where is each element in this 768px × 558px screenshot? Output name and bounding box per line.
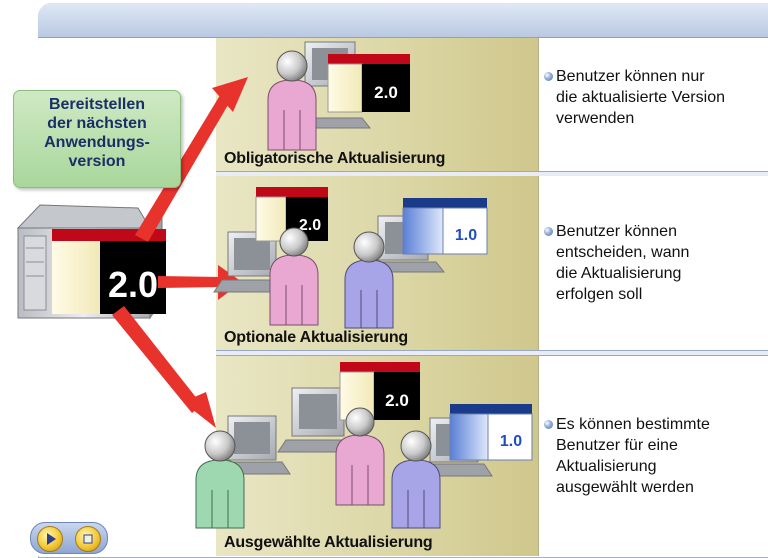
title-bar bbox=[38, 3, 768, 38]
version-text: 2.0 bbox=[385, 391, 409, 410]
deploy-note: Bereitstellen der nächsten Anwendungs- v… bbox=[13, 90, 181, 188]
note-line: Bereitstellen bbox=[48, 96, 146, 113]
user-icon-pink bbox=[335, 407, 385, 506]
version-text: 2.0 bbox=[299, 217, 321, 234]
version-text: 1.0 bbox=[500, 433, 522, 450]
panel-label-selected: Ausgewählte Aktualisierung bbox=[224, 534, 433, 551]
stop-button[interactable] bbox=[75, 526, 101, 552]
bullet-line: die aktualisierte Version bbox=[556, 89, 725, 106]
stop-icon bbox=[83, 534, 93, 544]
bullet-dot bbox=[544, 227, 553, 236]
play-icon bbox=[47, 533, 56, 545]
bullet-area-selected bbox=[538, 356, 768, 556]
workstation-icon bbox=[277, 387, 361, 453]
user-icon-green bbox=[195, 430, 245, 529]
server-version-window: 2.0 bbox=[52, 229, 166, 314]
server-version-text: 2.0 bbox=[108, 264, 158, 305]
bullet-line: Es können bestimmte bbox=[556, 416, 710, 433]
bullet-optional: Benutzer können entscheiden, wann die Ak… bbox=[544, 221, 766, 305]
panel-label-optional: Optionale Aktualisierung bbox=[224, 329, 408, 346]
bullet-line: die Aktualisierung bbox=[556, 265, 682, 282]
version-window-new: 2.0 bbox=[327, 54, 410, 113]
bullet-area-mandatory bbox=[538, 38, 768, 172]
arrow-to-selected bbox=[112, 306, 216, 428]
note-line: Anwendungs- bbox=[44, 134, 150, 151]
version-window-old: 1.0 bbox=[449, 404, 533, 461]
panel-label-mandatory: Obligatorische Aktualisierung bbox=[224, 150, 446, 167]
user-icon-pink bbox=[267, 50, 317, 151]
bullet-area-optional bbox=[538, 176, 768, 351]
bullet-line: entscheiden, wann bbox=[556, 244, 690, 261]
bullet-line: Benutzer können bbox=[556, 223, 677, 240]
bullet-line: Benutzer können nur bbox=[556, 68, 705, 85]
user-icon-pink bbox=[269, 227, 319, 326]
play-button[interactable] bbox=[37, 526, 63, 552]
bullet-line: erfolgen soll bbox=[556, 286, 643, 303]
bullet-mandatory: Benutzer können nur die aktualisierte Ve… bbox=[544, 66, 766, 129]
bullet-dot bbox=[544, 420, 553, 429]
user-icon-purple bbox=[391, 430, 441, 529]
bullet-line: verwenden bbox=[556, 110, 635, 127]
version-text: 2.0 bbox=[374, 83, 398, 102]
playback-controls bbox=[30, 522, 108, 554]
bullet-line: ausgewählt werden bbox=[556, 479, 694, 496]
bullet-dot bbox=[544, 72, 553, 81]
version-window-new: 2.0 bbox=[255, 187, 328, 242]
arrow-to-mandatory bbox=[135, 77, 248, 242]
version-window-new: 2.0 bbox=[339, 362, 420, 421]
version-text: 1.0 bbox=[455, 227, 477, 244]
bullet-selected: Es können bestimmte Benutzer für eine Ak… bbox=[544, 414, 766, 498]
user-icon-purple bbox=[344, 231, 394, 329]
row-divider bbox=[216, 350, 768, 356]
version-window-old: 1.0 bbox=[402, 198, 488, 255]
bullet-line: Aktualisierung bbox=[556, 458, 657, 475]
note-line: version bbox=[68, 153, 126, 170]
note-line: der nächsten bbox=[47, 115, 147, 132]
bullet-line: Benutzer für eine bbox=[556, 437, 678, 454]
